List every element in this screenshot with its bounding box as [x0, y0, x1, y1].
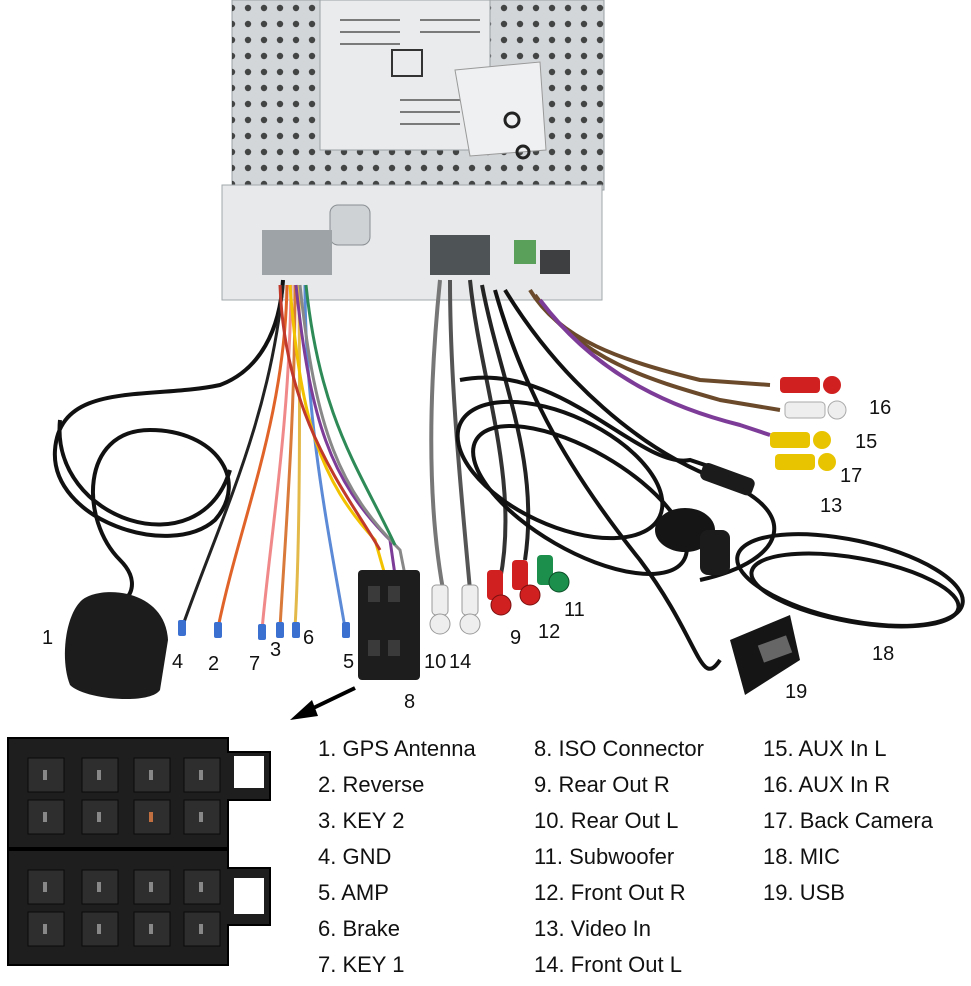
- legend-item-reverse: 2. Reverse: [318, 772, 425, 797]
- legend-column-1: 1. GPS Antenna 2. Reverse 3. KEY 2 4. GN…: [318, 734, 476, 986]
- gps-antenna: [52, 279, 285, 700]
- legend-item-iso-connector: 8. ISO Connector: [534, 736, 704, 761]
- legend-item-rear-out-r: 9. Rear Out R: [534, 772, 670, 797]
- legend-item-key2: 3. KEY 2: [318, 808, 405, 833]
- power-wire-bundle: [181, 284, 407, 631]
- legend-item-key1: 7. KEY 1: [318, 952, 405, 977]
- legend-item-rear-out-l: 10. Rear Out L: [534, 808, 679, 833]
- callout-12: 12: [538, 621, 561, 643]
- legend-item-mic: 18. MIC: [763, 844, 841, 869]
- legend-item-brake: 6. Brake: [318, 916, 400, 941]
- legend-item-gnd: 4. GND: [318, 844, 392, 869]
- callout-19: 19: [785, 681, 808, 703]
- legend-item-front-out-l: 14. Front Out L: [534, 952, 682, 977]
- callout-13: 13: [820, 495, 843, 517]
- callout-15: 15: [855, 431, 878, 453]
- legend-item-aux-in-l: 15. AUX In L: [763, 736, 887, 761]
- callout-18: 18: [872, 643, 895, 665]
- callout-17: 17: [840, 465, 863, 487]
- legend-item-video-in: 13. Video In: [534, 916, 652, 941]
- legend-item-subwoofer: 11. Subwoofer: [534, 844, 675, 869]
- legend-item-usb: 19. USB: [763, 880, 845, 905]
- legend-item-amp: 5. AMP: [318, 880, 389, 905]
- callout-7: 7: [249, 653, 261, 675]
- legend-item-back-camera: 17. Back Camera: [763, 808, 933, 833]
- mic-and-jack: [655, 462, 755, 575]
- iso-pin-diagram: [7, 737, 271, 966]
- callout-5: 5: [343, 651, 355, 673]
- legend-item-gps-antenna: 1. GPS Antenna: [318, 736, 476, 761]
- legend-column-3: 15. AUX In L 16. AUX In R 17. Back Camer…: [763, 734, 933, 914]
- callout-1: 1: [42, 627, 54, 649]
- pointer-arrow: [290, 686, 356, 720]
- wire-tips: [178, 620, 350, 640]
- callout-3: 3: [270, 639, 282, 661]
- legend-item-front-out-r: 12. Front Out R: [534, 880, 686, 905]
- usb-plug: [730, 615, 800, 695]
- callout-6: 6: [303, 627, 315, 649]
- callout-16: 16: [869, 397, 892, 419]
- callout-10: 10: [424, 651, 447, 673]
- legend-item-aux-in-r: 16. AUX In R: [763, 772, 891, 797]
- legend-column-2: 8. ISO Connector 9. Rear Out R 10. Rear …: [534, 734, 704, 986]
- iso-connector-plug: [358, 570, 420, 680]
- rca-plugs: [429, 376, 847, 635]
- callout-4: 4: [172, 651, 184, 673]
- callout-9: 9: [510, 627, 522, 649]
- callout-14: 14: [449, 651, 472, 673]
- audio-cables: [429, 279, 781, 671]
- callout-2: 2: [208, 653, 220, 675]
- head-unit: [221, 0, 605, 301]
- callout-11: 11: [564, 599, 585, 621]
- callout-8: 8: [404, 691, 416, 713]
- cable-coils: [455, 399, 965, 629]
